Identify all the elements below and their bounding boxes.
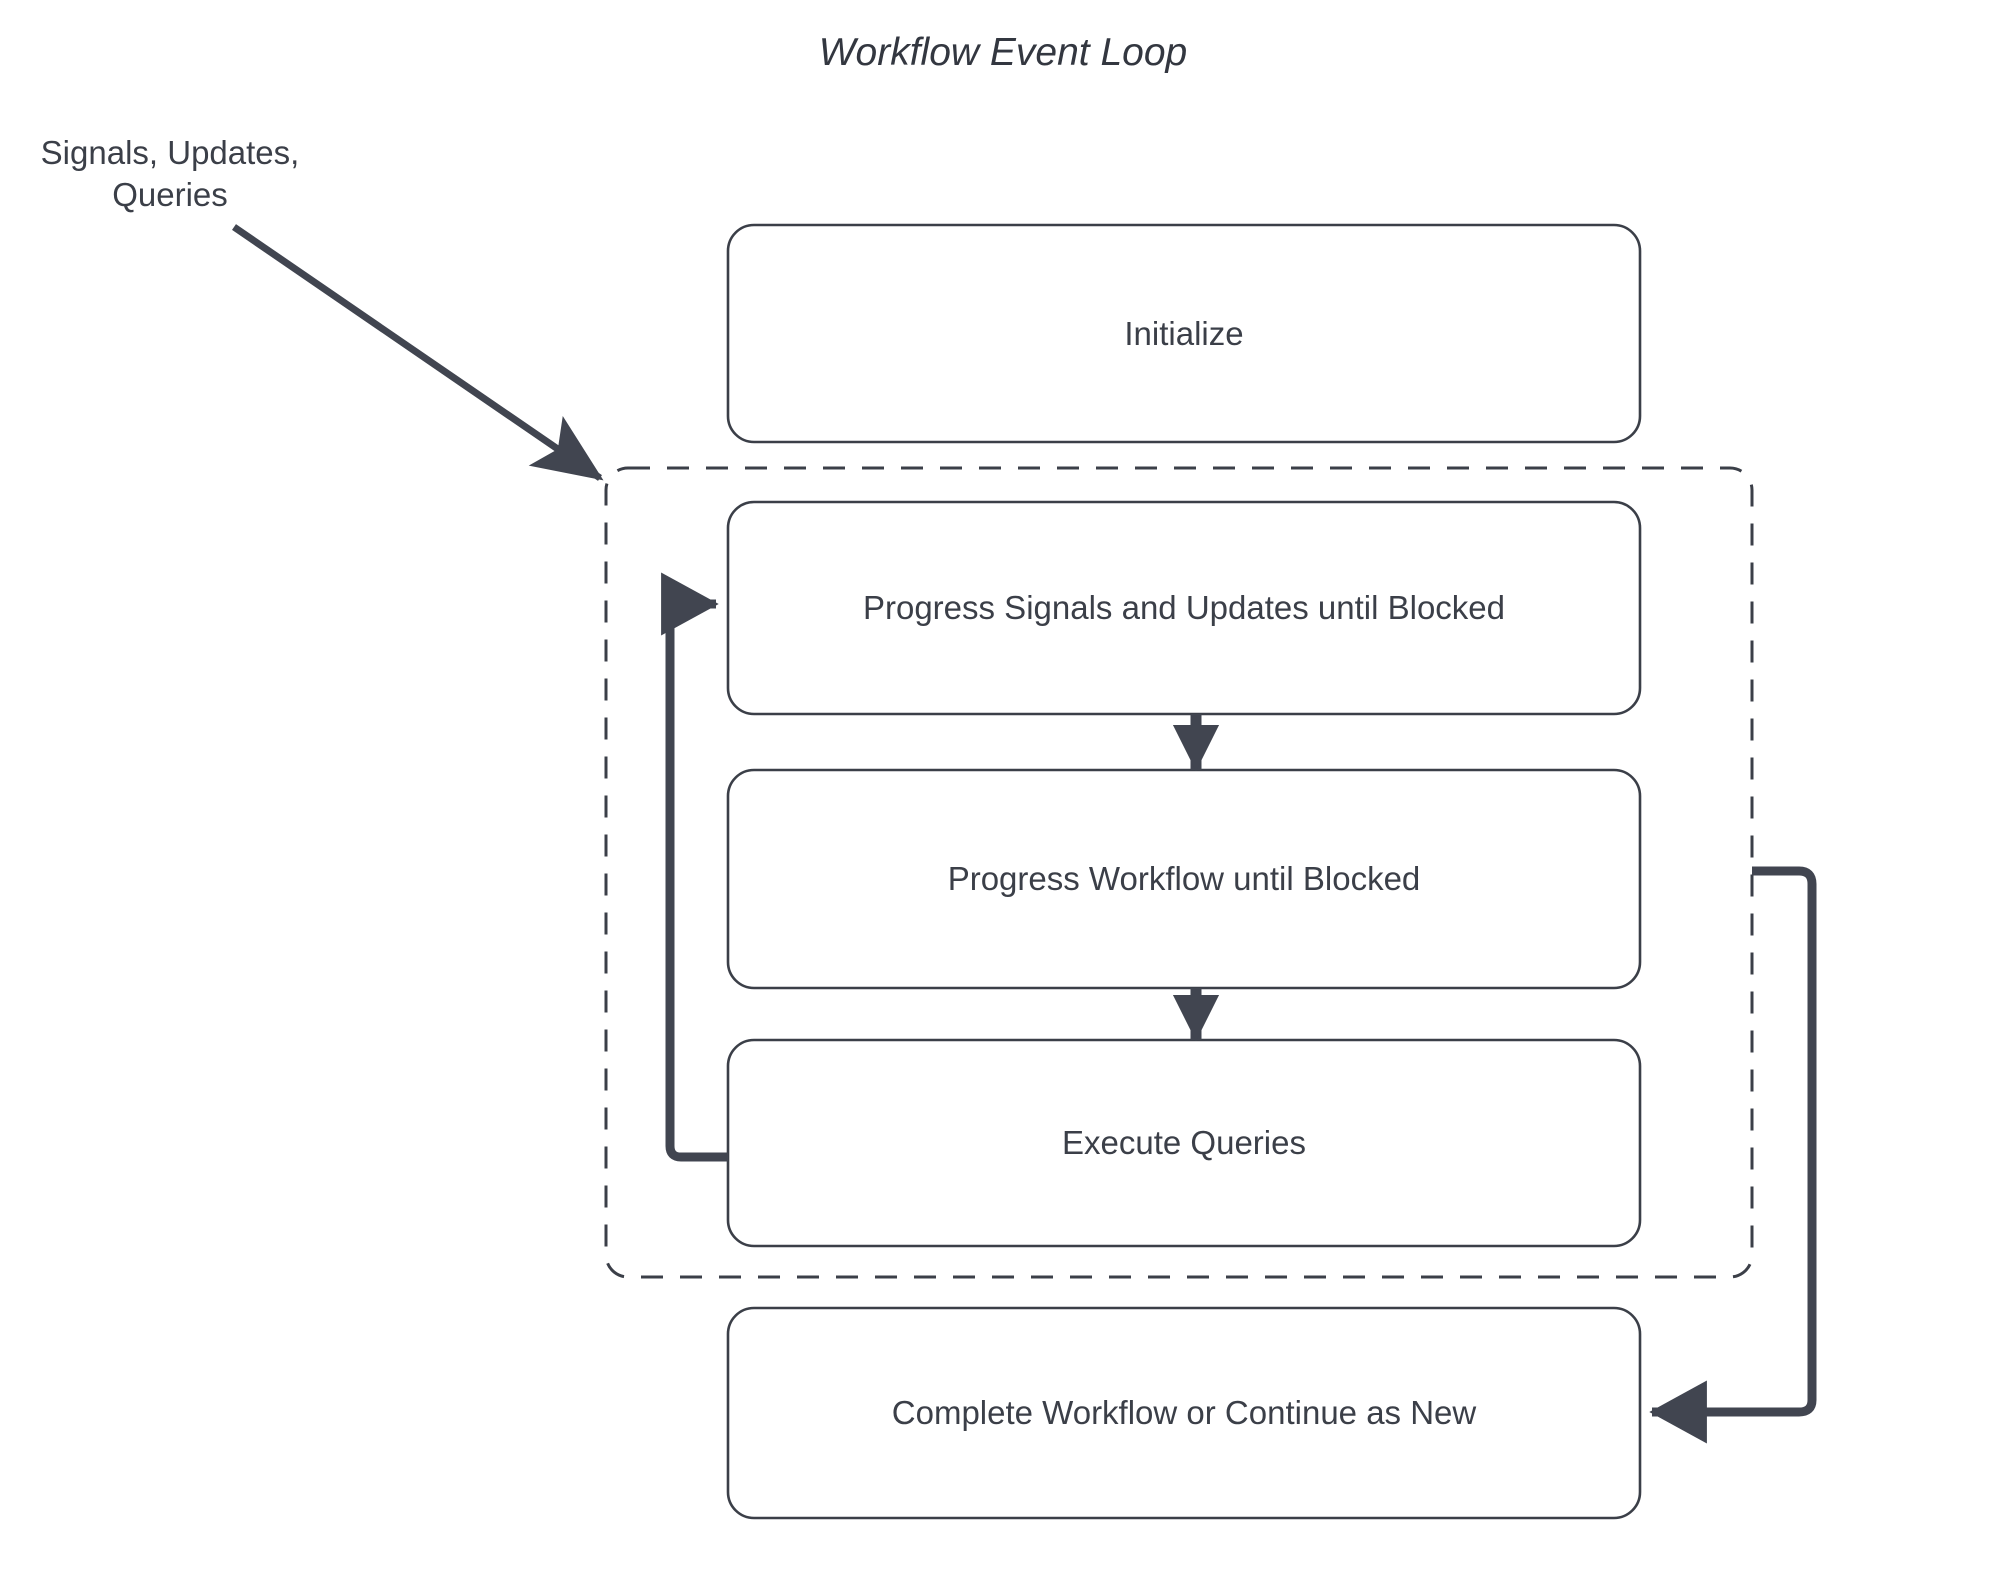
external-input-line-1: Signals, Updates, — [40, 134, 300, 171]
edge-loop-to-complete — [1649, 866, 1817, 1444]
external-input-line-2: Queries — [112, 176, 228, 214]
node-progress-signals-updates[interactable] — [726, 500, 1642, 716]
node-complete-workflow[interactable] — [726, 1306, 1642, 1520]
page-title: Workflow Event Loop — [818, 31, 1188, 74]
event-loop-container — [604, 466, 1754, 1279]
external-input-label: Signals, Updates, Queries — [0, 132, 340, 216]
edge-signals-to-loop — [232, 224, 604, 481]
edge-queries-back-to-signals — [661, 572, 728, 1162]
node-initialize[interactable] — [726, 223, 1642, 444]
node-execute-queries[interactable] — [726, 1038, 1642, 1248]
node-progress-workflow[interactable] — [726, 768, 1642, 990]
